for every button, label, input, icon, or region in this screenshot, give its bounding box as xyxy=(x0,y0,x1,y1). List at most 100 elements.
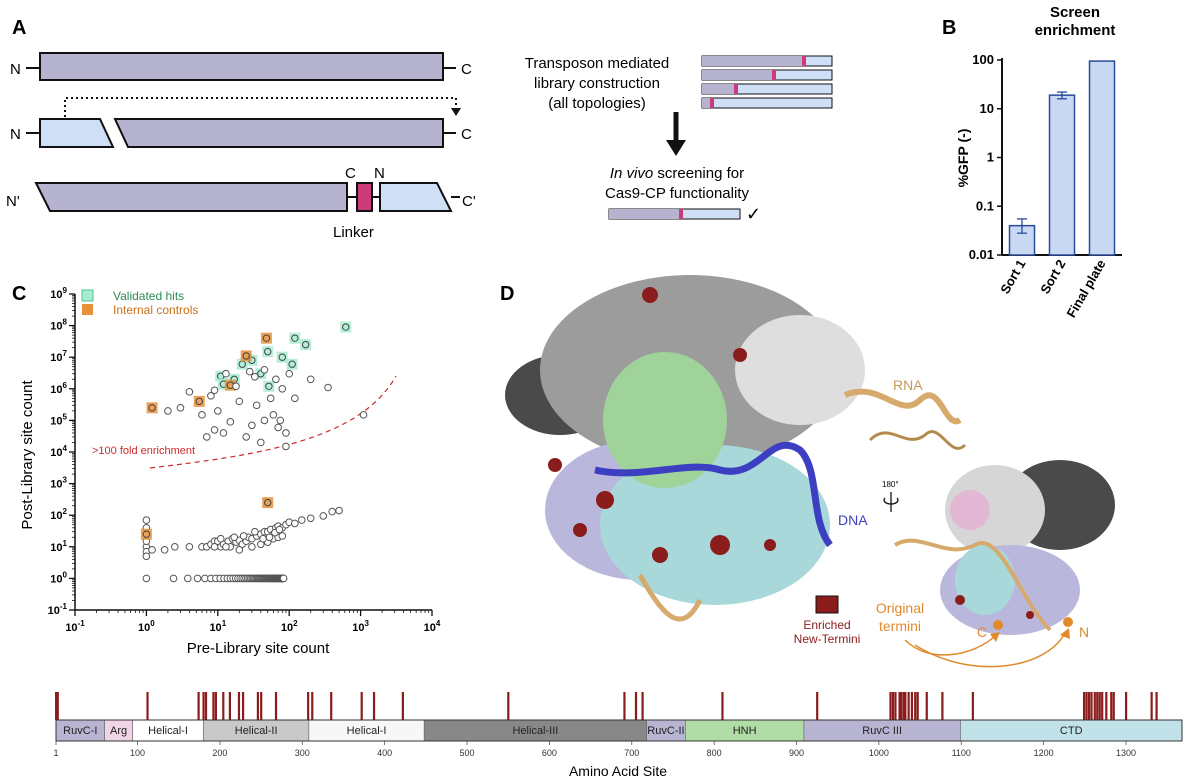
rotated-pink-lobe xyxy=(950,490,990,530)
library-bars xyxy=(608,55,833,220)
chart-c-highlight-square xyxy=(193,395,205,407)
enriched-site-tick xyxy=(204,692,208,720)
screening-text-line-1: In vivo screening for xyxy=(610,165,744,182)
chart-c-point xyxy=(219,429,228,437)
chart-c-point xyxy=(242,433,251,441)
enriched-site-tick xyxy=(307,692,310,720)
checkmark-icon: ✓ xyxy=(746,204,761,224)
row1-protein-bar xyxy=(39,52,444,81)
row3-n-prime-label: N' xyxy=(6,193,20,210)
screening-rest: screening for xyxy=(653,165,744,182)
enriched-site-marker xyxy=(652,547,668,563)
chart-c-point xyxy=(278,385,287,393)
chart-c-point xyxy=(230,533,239,542)
chart-c-ytick-label: 105 xyxy=(50,412,67,427)
amino-acid-tick-label: 300 xyxy=(295,748,310,758)
chart-c-point xyxy=(285,369,294,378)
enriched-site-marker xyxy=(733,348,747,362)
amino-acid-tick-label: 1200 xyxy=(1034,748,1054,758)
panel-b: B Screen enrichment %GFP (-) 0.010.11101… xyxy=(942,4,1122,320)
enriched-site-tick xyxy=(1090,692,1093,720)
chart-c-point xyxy=(279,574,288,583)
chart-b-category-label: Sort 2 xyxy=(1037,257,1068,296)
enriched-site-tick xyxy=(237,692,241,720)
enriched-site-tick xyxy=(1150,692,1153,720)
domain-label: RuvC III xyxy=(862,725,902,737)
chart-c-highlight-square xyxy=(263,380,275,392)
amino-acid-tick-label: 1300 xyxy=(1116,748,1136,758)
terminus-c-label: C xyxy=(977,624,987,640)
enriched-site-tick xyxy=(1085,692,1088,720)
chart-c-point xyxy=(248,543,256,551)
panel-b-letter: B xyxy=(942,17,956,39)
chart-c-xlabel: Pre-Library site count xyxy=(187,640,330,657)
enriched-site-tick xyxy=(1098,692,1101,720)
chart-c-point xyxy=(207,392,215,400)
chart-c-xtick-label: 101 xyxy=(209,619,226,634)
chart-c-point xyxy=(222,369,230,378)
chart-b-title-line-2: enrichment xyxy=(1035,22,1116,39)
chart-c-highlight-square xyxy=(240,350,252,362)
chart-c-highlight-square xyxy=(300,339,312,351)
library-bar-2-fill xyxy=(702,70,772,80)
amino-acid-tick-label: 600 xyxy=(542,748,557,758)
enriched-legend-swatch xyxy=(815,595,839,614)
enriched-site-tick xyxy=(904,692,907,720)
chart-c-point xyxy=(260,416,269,425)
panel-c-letter: C xyxy=(12,283,26,305)
row2-c-label: C xyxy=(461,126,472,143)
chart-c-point xyxy=(275,525,284,534)
enriched-site-tick xyxy=(330,692,333,720)
chart-b-bars xyxy=(1008,60,1116,256)
row3-cp-fragment-1 xyxy=(34,182,348,212)
chart-c-point xyxy=(210,386,219,395)
enriched-site-tick xyxy=(1105,692,1108,720)
enriched-site-tick xyxy=(228,692,232,720)
original-termini-line-1: Original xyxy=(876,600,924,616)
enriched-site-tick xyxy=(891,692,895,720)
enriched-site-tick xyxy=(816,692,819,720)
library-bar-2-linker xyxy=(772,70,776,80)
chart-c-point xyxy=(269,411,278,419)
enriched-site-tick xyxy=(222,692,225,720)
cas9-structure-main xyxy=(505,275,967,622)
chart-c-point xyxy=(274,423,282,432)
arrow-to-c-terminus xyxy=(904,635,996,656)
domain-label: Helical-II xyxy=(235,725,278,737)
enriched-site-marker xyxy=(548,458,562,472)
light-grey-lobe xyxy=(735,315,865,425)
dotted-arrow-head-icon xyxy=(451,108,461,116)
enriched-site-tick xyxy=(372,692,376,720)
enriched-site-tick xyxy=(146,692,149,720)
enrichment-annotation: >100 fold enrichment xyxy=(92,445,195,457)
chart-c-point xyxy=(252,401,261,410)
chart-c-point xyxy=(142,574,151,583)
chart-c-xtick-label: 10-1 xyxy=(65,619,85,634)
chart-c-point xyxy=(183,574,192,583)
chart-c-point xyxy=(319,512,328,520)
chart-c-point xyxy=(185,388,194,396)
legend-validated-label: Validated hits xyxy=(113,289,184,303)
enriched-site-tick xyxy=(214,692,217,720)
legend-controls-swatch xyxy=(82,304,93,315)
row3-cp-fragment-2 xyxy=(379,182,453,212)
enriched-site-tick xyxy=(1155,692,1158,720)
chart-c-point xyxy=(359,411,368,419)
selected-bar-fill xyxy=(609,209,679,219)
chart-c-highlight-square xyxy=(276,351,288,363)
enriched-site-tick xyxy=(902,692,905,720)
chart-c-point xyxy=(248,421,256,430)
chart-c-highlight-square xyxy=(262,497,274,509)
chart-c-point xyxy=(324,383,332,392)
domain-label: Helical-I xyxy=(148,725,188,737)
chart-c-point xyxy=(335,506,343,515)
chart-c-highlight-square xyxy=(262,346,274,358)
chart-c-highlight-square xyxy=(260,332,272,344)
panel-a: A N C N C N' C N C' Linker Transposon me… xyxy=(6,17,833,241)
chart-c-point xyxy=(198,411,206,419)
row2-c-fragment xyxy=(113,118,444,148)
chart-c-highlight-square xyxy=(286,358,298,370)
chart-c-point xyxy=(342,323,350,331)
